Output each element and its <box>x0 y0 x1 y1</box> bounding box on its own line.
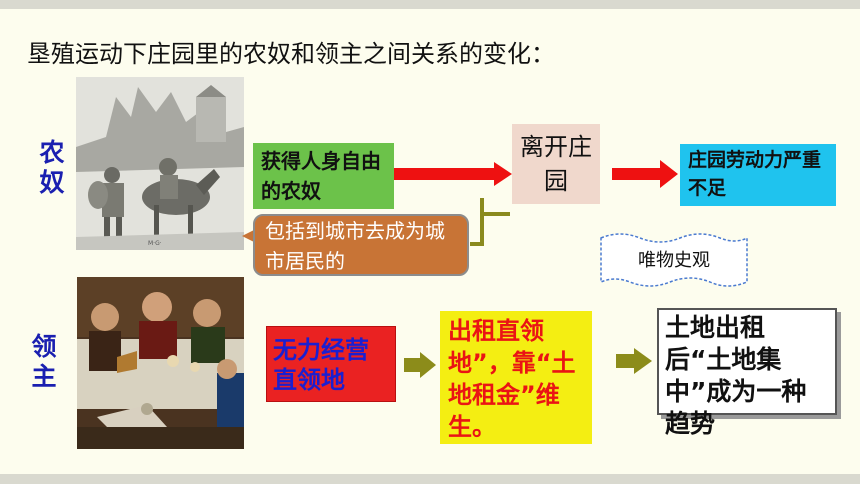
serf-engraving-image: M·G· <box>76 77 244 250</box>
olive-arrow-2 <box>616 348 652 374</box>
page-title: 垦殖运动下庄园里的农奴和领主之间关系的变化： <box>27 40 555 68</box>
unable-to-manage-text: 无力经营直领地 <box>273 336 369 394</box>
unable-to-manage-box: 无力经营直领地 <box>266 326 396 402</box>
svg-text:M·G·: M·G· <box>148 240 162 247</box>
labor-shortage-box: 庄园劳动力严重不足 <box>680 144 836 206</box>
leave-manor-box: 离开庄园 <box>512 124 600 204</box>
red-arrow-1 <box>394 162 512 186</box>
lord-label-text: 领主 <box>31 332 57 391</box>
city-residents-callout: 包括到城市去成为城市居民的 <box>253 214 469 276</box>
brace-connector <box>470 198 510 246</box>
lease-land-box: 出租直领地”，靠“土地租金”维生。 <box>440 311 592 444</box>
top-bar <box>0 0 860 9</box>
freed-serfs-text: 获得人身自由的农奴 <box>261 149 381 203</box>
lease-land-text: 出租直领地”，靠“土地租金”维生。 <box>448 317 576 441</box>
callout-text: 包括到城市去成为城市居民的 <box>265 219 445 273</box>
lord-feast-painting <box>77 277 244 449</box>
materialism-note: 唯物史观 <box>638 250 710 271</box>
olive-arrow-1 <box>404 352 436 378</box>
land-concentration-text: 土地出租后“土地集中”成为一种趋势 <box>665 313 807 438</box>
serf-label: 农奴 <box>36 138 68 198</box>
leave-manor-text: 离开庄园 <box>520 133 592 195</box>
red-arrow-2 <box>612 160 678 188</box>
labor-shortage-text: 庄园劳动力严重不足 <box>688 149 822 199</box>
lord-label: 领主 <box>28 332 60 392</box>
land-concentration-box: 土地出租后“土地集中”成为一种趋势 <box>657 308 837 438</box>
freed-serfs-box: 获得人身自由的农奴 <box>253 143 394 209</box>
serf-label-text: 农奴 <box>39 138 65 197</box>
note-shape <box>600 233 748 287</box>
bottom-bar <box>0 474 860 484</box>
